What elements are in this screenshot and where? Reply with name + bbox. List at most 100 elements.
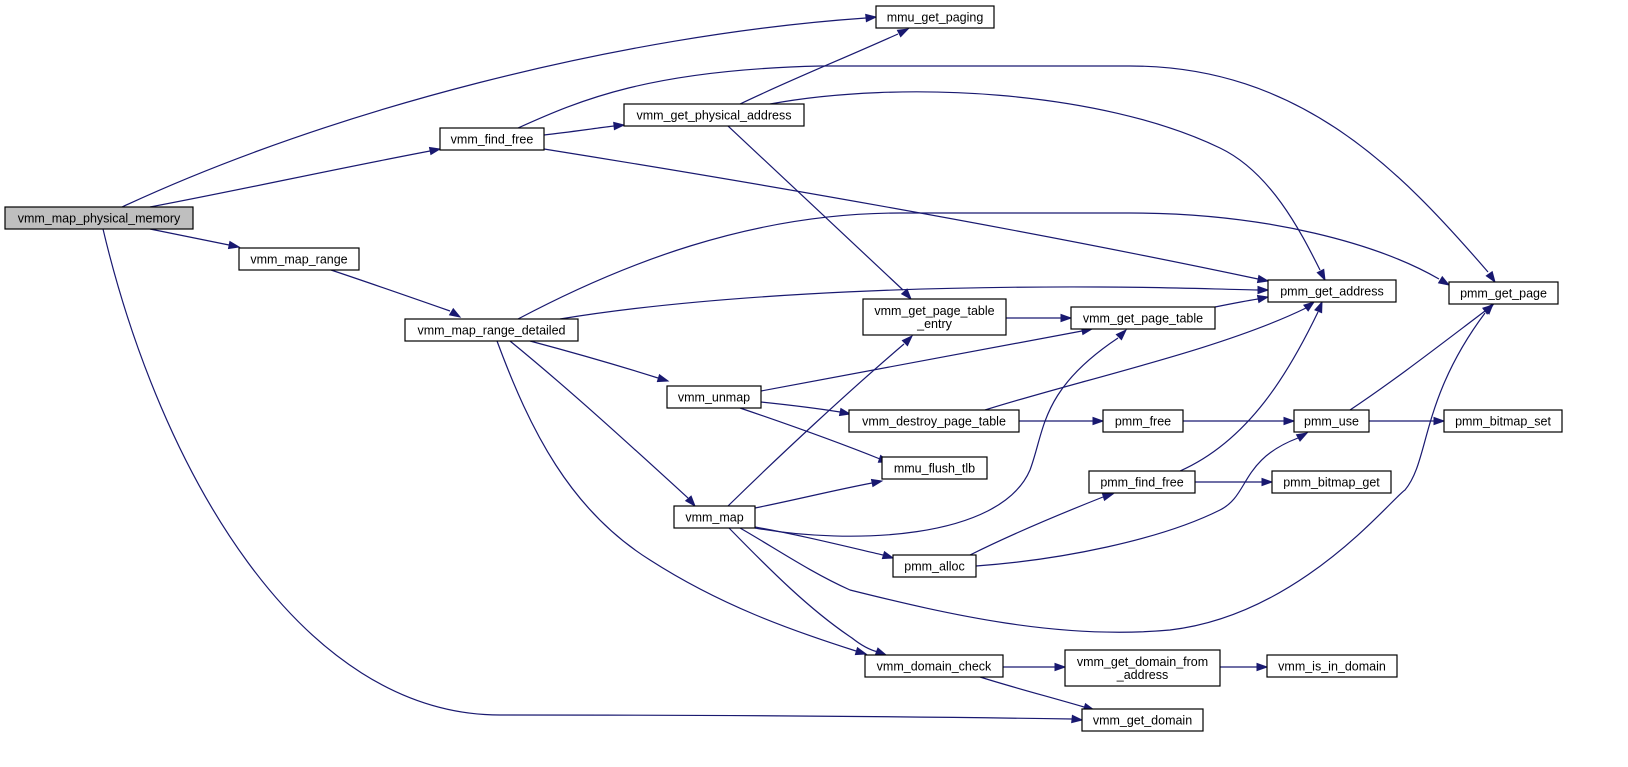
node-mmu-flush-tlb[interactable]: mmu_flush_tlb xyxy=(881,456,988,480)
edge-vmm-map-to-pmm-get-page xyxy=(739,302,1494,633)
node-box[interactable] xyxy=(623,103,805,127)
node-label: vmm_map_physical_memory xyxy=(18,212,181,226)
edge-line xyxy=(760,401,841,413)
node-box[interactable] xyxy=(666,385,762,409)
node-label: pmm_bitmap_get xyxy=(1283,476,1380,490)
node-vmm-get-page-table[interactable]: vmm_get_page_table xyxy=(1070,306,1216,330)
edge-vmm-map-range-detailed-to-vmm-unmap xyxy=(529,340,670,383)
edge-vmm-map-range-detailed-to-pmm-get-address xyxy=(559,285,1270,320)
node-vmm-map[interactable]: vmm_map xyxy=(673,505,756,529)
node-box[interactable] xyxy=(1267,279,1397,303)
node-vmm-map-range-detailed[interactable]: vmm_map_range_detailed xyxy=(404,318,579,342)
arrowhead-icon xyxy=(1054,662,1067,672)
node-label: vmm_unmap xyxy=(678,391,750,405)
edge-line xyxy=(1349,310,1486,411)
node-layer: vmm_map_physical_memory mmu_get_pagingvmm… xyxy=(4,5,1563,732)
arrowhead-icon xyxy=(227,240,241,250)
node-vmm-get-page-table-entry[interactable]: vmm_get_page_table_entry xyxy=(862,298,1007,336)
edge-vmm-map-physical-memory-to-vmm-map-range xyxy=(149,228,241,250)
node-label: vmm_get_page_table xyxy=(874,304,994,318)
node-vmm-get-domain[interactable]: vmm_get_domain xyxy=(1081,708,1204,732)
edge-vmm-map-range-detailed-to-vmm-domain-check xyxy=(496,340,868,656)
node-pmm-get-page[interactable]: pmm_get_page xyxy=(1448,281,1559,305)
node-box[interactable] xyxy=(439,127,545,151)
edge-line xyxy=(728,527,879,653)
edge-vmm-find-free-to-pmm-get-page xyxy=(517,65,1496,284)
edge-vmm-map-to-vmm-get-page-table-entry xyxy=(727,334,914,507)
node-pmm-free[interactable]: pmm_free xyxy=(1102,409,1184,433)
node-box[interactable] xyxy=(1448,281,1559,305)
edge-vmm-get-physical-address-to-vmm-get-page-table-entry xyxy=(727,125,912,301)
node-vmm-domain-check[interactable]: vmm_domain_check xyxy=(864,654,1004,678)
node-box[interactable] xyxy=(1293,409,1370,433)
node-box[interactable] xyxy=(881,456,988,480)
node-pmm-alloc[interactable]: pmm_alloc xyxy=(892,554,977,578)
node-vmm-destroy-page-table[interactable]: vmm_destroy_page_table xyxy=(848,409,1020,433)
node-box[interactable] xyxy=(875,5,995,29)
arrowhead-icon xyxy=(1485,270,1496,284)
node-pmm-bitmap-get[interactable]: pmm_bitmap_get xyxy=(1271,470,1392,494)
arrowhead-icon xyxy=(1092,416,1105,426)
edge-pmm-use-to-pmm-bitmap-set xyxy=(1368,416,1446,426)
edge-line xyxy=(149,150,431,208)
edge-pmm-find-free-to-pmm-get-address xyxy=(1179,300,1323,472)
node-box[interactable] xyxy=(1266,654,1398,678)
arrowhead-icon xyxy=(1115,328,1128,341)
arrowhead-icon xyxy=(1482,302,1494,315)
node-box[interactable] xyxy=(1271,470,1392,494)
node-box[interactable] xyxy=(238,247,360,271)
node-label: vmm_get_physical_address xyxy=(637,109,792,123)
edge-vmm-get-domain-from-address-to-vmm-is-in-domain xyxy=(1219,662,1269,672)
edge-line xyxy=(984,307,1307,411)
arrowhead-icon xyxy=(1060,313,1073,323)
node-vmm-unmap[interactable]: vmm_unmap xyxy=(666,385,762,409)
node-vmm-get-domain-from-address[interactable]: vmm_get_domain_from_address xyxy=(1064,649,1221,687)
edge-vmm-get-physical-address-to-mmu-get-paging xyxy=(739,28,910,105)
node-box[interactable] xyxy=(4,206,194,230)
arrowhead-icon xyxy=(1283,416,1296,426)
edge-vmm-get-page-table-to-pmm-get-address xyxy=(1214,294,1270,308)
node-box[interactable] xyxy=(1088,470,1196,494)
edge-vmm-map-range-detailed-to-pmm-get-page xyxy=(517,212,1451,320)
node-vmm-find-free[interactable]: vmm_find_free xyxy=(439,127,545,151)
node-label: pmm_bitmap_set xyxy=(1455,415,1551,429)
edge-line xyxy=(739,312,1486,633)
edge-line xyxy=(149,228,230,246)
node-box[interactable] xyxy=(864,654,1004,678)
edge-line xyxy=(509,340,689,499)
node-box[interactable] xyxy=(1102,409,1184,433)
edge-vmm-map-physical-memory-to-vmm-find-free xyxy=(149,146,442,208)
edge-vmm-find-free-to-vmm-get-physical-address xyxy=(543,121,626,136)
node-pmm-use[interactable]: pmm_use xyxy=(1293,409,1370,433)
node-box[interactable] xyxy=(862,298,1007,336)
node-vmm-is-in-domain[interactable]: vmm_is_in_domain xyxy=(1266,654,1398,678)
node-label: _address xyxy=(1116,668,1168,682)
edge-line xyxy=(739,407,881,460)
node-vmm-get-physical-address[interactable]: vmm_get_physical_address xyxy=(623,103,805,127)
node-box[interactable] xyxy=(673,505,756,529)
edge-line xyxy=(517,212,1440,320)
node-box[interactable] xyxy=(848,409,1020,433)
node-mmu-get-paging[interactable]: mmu_get_paging xyxy=(875,5,995,29)
edge-vmm-map-to-pmm-alloc xyxy=(754,526,895,560)
node-pmm-find-free[interactable]: pmm_find_free xyxy=(1088,470,1196,494)
node-pmm-get-address[interactable]: pmm_get_address xyxy=(1267,279,1397,303)
edge-line xyxy=(969,496,1104,556)
edge-line xyxy=(121,17,867,208)
node-box[interactable] xyxy=(1070,306,1216,330)
node-pmm-bitmap-set[interactable]: pmm_bitmap_set xyxy=(1443,409,1563,433)
node-label: vmm_get_page_table xyxy=(1083,312,1203,326)
node-box[interactable] xyxy=(404,318,579,342)
node-vmm-map-physical-memory[interactable]: vmm_map_physical_memory xyxy=(4,206,194,230)
edge-line xyxy=(769,91,1321,271)
arrowhead-icon xyxy=(1437,275,1451,286)
node-box[interactable] xyxy=(1081,708,1204,732)
node-label: pmm_find_free xyxy=(1100,476,1183,490)
node-box[interactable] xyxy=(1064,649,1221,687)
node-vmm-map-range[interactable]: vmm_map_range xyxy=(238,247,360,271)
edge-vmm-map-range-to-vmm-map-range-detailed xyxy=(330,269,462,318)
node-box[interactable] xyxy=(1443,409,1563,433)
node-label: vmm_domain_check xyxy=(877,660,992,674)
edge-vmm-get-physical-address-to-pmm-get-address xyxy=(769,91,1326,282)
node-box[interactable] xyxy=(892,554,977,578)
